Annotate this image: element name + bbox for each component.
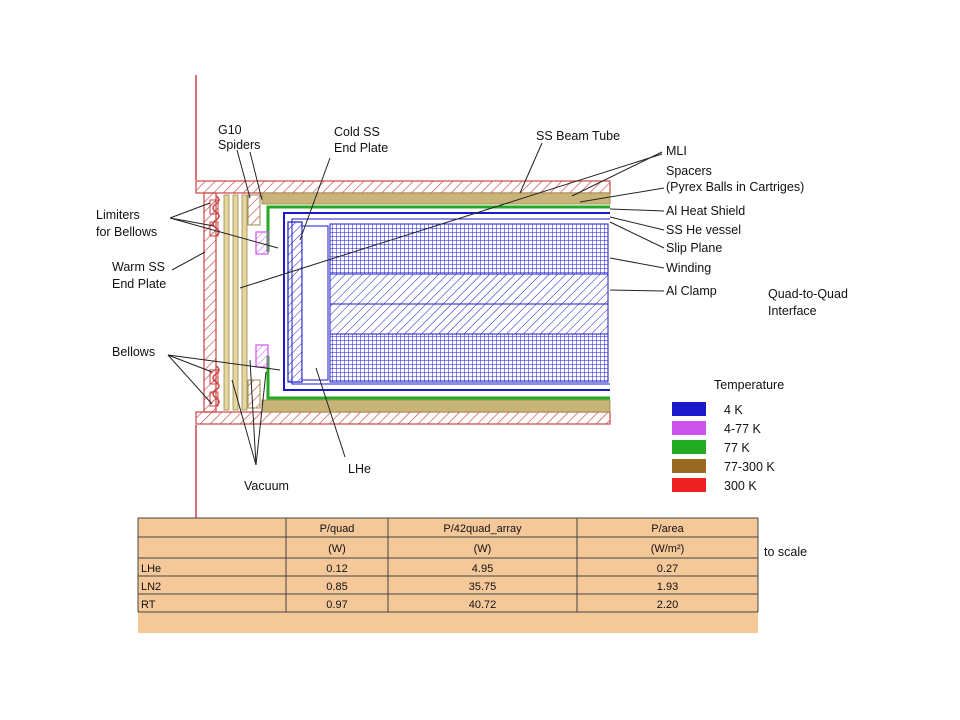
spider-block-bottom bbox=[247, 379, 261, 409]
lhe-space bbox=[301, 225, 329, 381]
label-lhe: LHe bbox=[348, 462, 371, 476]
table-cell-0-3: 0.27 bbox=[657, 563, 678, 575]
label-ss-beam-tube: SS Beam Tube bbox=[536, 129, 620, 143]
cold-ss-end-plate bbox=[287, 221, 303, 383]
table-cell-1-1: 0.85 bbox=[326, 581, 347, 593]
table-unit-3: (W/m²) bbox=[651, 543, 685, 555]
al-clamp-bottom bbox=[329, 303, 609, 335]
cryostat-structure bbox=[195, 75, 611, 520]
legend-title: Temperature bbox=[714, 378, 784, 392]
label-mli: MLI bbox=[666, 144, 687, 158]
legend-label-1: 4-77 K bbox=[724, 422, 761, 436]
spider-support-bottom bbox=[255, 344, 269, 368]
label-cold-ss-1: Cold SS bbox=[334, 125, 380, 139]
label-slip-plane: Slip Plane bbox=[666, 241, 722, 255]
label-al-heat-shield: Al Heat Shield bbox=[666, 204, 745, 218]
label-warm-ss-2: End Plate bbox=[112, 277, 166, 291]
g10-spider-plate-1 bbox=[223, 194, 230, 411]
label-winding: Winding bbox=[666, 261, 711, 275]
spider-support-top bbox=[255, 231, 269, 255]
table-cell-1-3: 1.93 bbox=[657, 581, 678, 593]
legend-label-2: 77 K bbox=[724, 441, 750, 455]
table-header-1: P/quad bbox=[320, 523, 355, 535]
component-labels: G10 Spiders Cold SS End Plate SS Beam Tu… bbox=[96, 123, 848, 493]
legend-swatch-0 bbox=[672, 402, 706, 416]
winding-bottom bbox=[329, 333, 609, 383]
g10-spider-plate-2 bbox=[232, 194, 239, 411]
legend-swatch-3 bbox=[672, 459, 706, 473]
label-ss-he-vessel: SS He vessel bbox=[666, 223, 741, 237]
label-limiters-1: Limiters bbox=[96, 208, 140, 222]
table-cell-1-2: 35.75 bbox=[469, 581, 497, 593]
table-cell-0-1: 0.12 bbox=[326, 563, 347, 575]
table-cell-2-0: RT bbox=[141, 599, 156, 611]
spacers-band-bottom bbox=[261, 399, 611, 413]
legend-label-0: 4 K bbox=[724, 403, 743, 417]
label-spacers-1: Spacers bbox=[666, 164, 712, 178]
winding-top bbox=[329, 223, 609, 275]
label-g10-2: Spiders bbox=[218, 138, 260, 152]
limiter-top bbox=[209, 199, 219, 237]
label-spacers-2: (Pyrex Balls in Cartriges) bbox=[666, 180, 804, 194]
legend-swatch-4 bbox=[672, 478, 706, 492]
label-al-clamp: Al Clamp bbox=[666, 284, 717, 298]
table-unit-2: (W) bbox=[474, 543, 492, 555]
label-quad-1: Quad-to-Quad bbox=[768, 287, 848, 301]
warm-ss-end-plate bbox=[203, 192, 217, 413]
label-g10-1: G10 bbox=[218, 123, 242, 137]
label-vacuum: Vacuum bbox=[244, 479, 289, 493]
spider-block-top bbox=[247, 194, 261, 226]
table-cell-1-0: LN2 bbox=[141, 581, 161, 593]
legend-label-3: 77-300 K bbox=[724, 460, 775, 474]
table-cell-0-2: 4.95 bbox=[472, 563, 493, 575]
label-quad-2: Interface bbox=[768, 304, 817, 318]
g10-spider-plate-3 bbox=[241, 194, 248, 411]
table-cell-2-1: 0.97 bbox=[326, 599, 347, 611]
ss-he-vessel bbox=[283, 212, 610, 391]
label-bellows: Bellows bbox=[112, 345, 155, 359]
leader-lines bbox=[167, 142, 665, 466]
to-scale-note: to scale bbox=[764, 545, 807, 559]
label-warm-ss-1: Warm SS bbox=[112, 260, 165, 274]
table-header-3: P/area bbox=[651, 523, 684, 535]
legend-swatch-2 bbox=[672, 440, 706, 454]
al-clamp-top bbox=[329, 273, 609, 305]
legend-label-4: 300 K bbox=[724, 479, 757, 493]
temperature-legend: Temperature 4 K 4-77 K 77 K 77-300 K 300 K bbox=[672, 378, 784, 493]
table-cell-0-0: LHe bbox=[141, 563, 161, 575]
outer-vessel-bottom bbox=[195, 411, 611, 425]
label-limiters-2: for Bellows bbox=[96, 225, 157, 239]
legend-swatch-1 bbox=[672, 421, 706, 435]
table-cell-2-2: 40.72 bbox=[469, 599, 497, 611]
table-unit-1: (W) bbox=[328, 543, 346, 555]
table-cell-2-3: 2.20 bbox=[657, 599, 678, 611]
heat-load-table: P/quad P/42quad_array P/area (W) (W) (W/m²) LH… bbox=[137, 517, 759, 633]
label-cold-ss-2: End Plate bbox=[334, 141, 388, 155]
table-header-2: P/42quad_array bbox=[443, 523, 522, 535]
